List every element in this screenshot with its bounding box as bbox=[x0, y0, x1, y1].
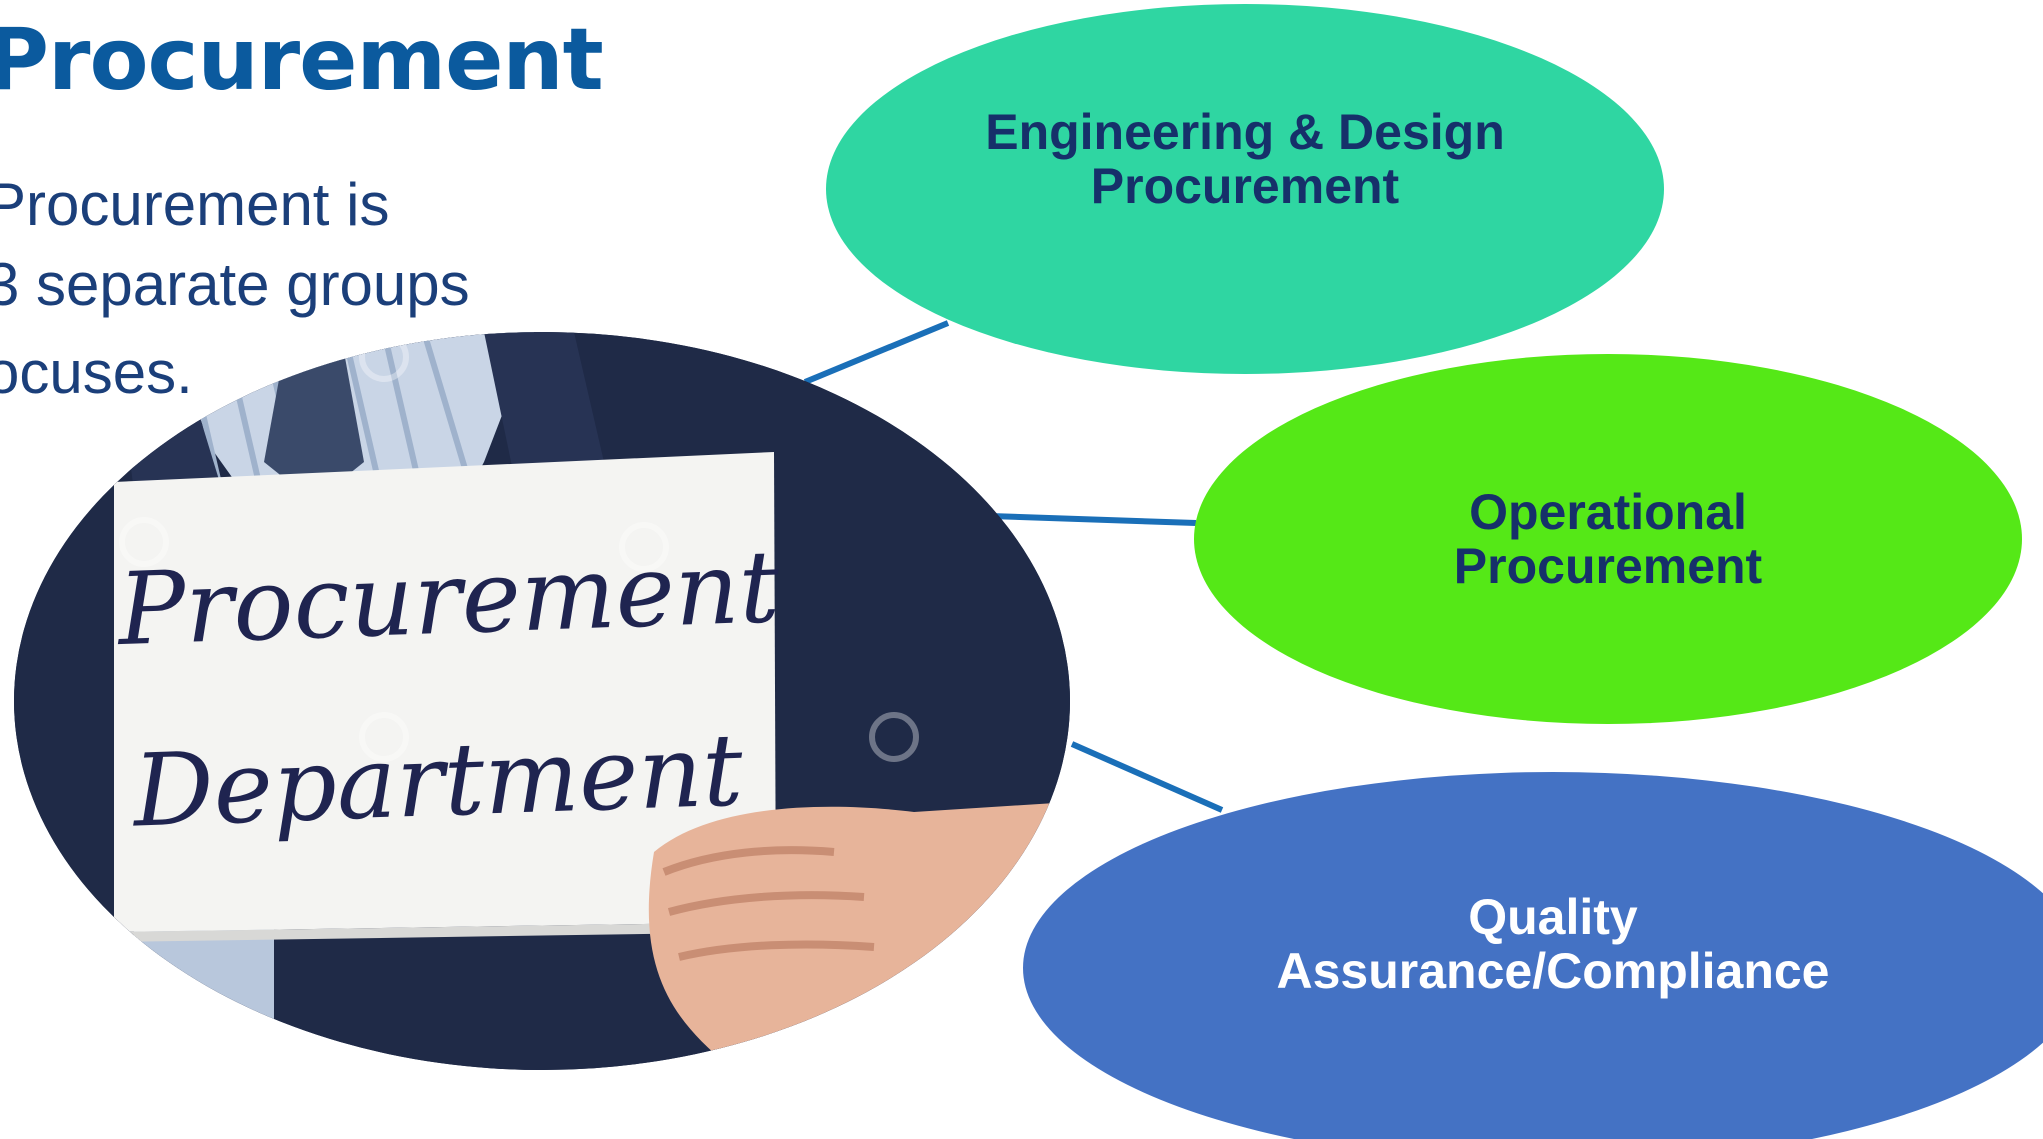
group-engineering-design-procurement: Engineering & Design Procurement bbox=[826, 4, 1664, 374]
group-quality-label-line-2: Assurance/Compliance bbox=[1276, 943, 1830, 999]
group-quality-assurance-compliance: Quality Assurance/Compliance bbox=[1023, 772, 2043, 1139]
group-quality-label-line-1: Quality bbox=[1468, 889, 1638, 945]
body-text-line-1: Procurement is bbox=[0, 171, 390, 238]
photo-illustration bbox=[14, 332, 1070, 1070]
connector-quality bbox=[1070, 741, 1224, 813]
group-engineering-label-line-2: Procurement bbox=[1090, 158, 1400, 214]
group-operational-label-line-2: Procurement bbox=[1453, 538, 1763, 594]
sign-text-procurement: Procurement bbox=[116, 528, 782, 669]
group-operational-procurement: Operational Procurement bbox=[1194, 354, 2022, 724]
connector-operational bbox=[989, 513, 1197, 526]
procurement-department-photo bbox=[14, 332, 1070, 1070]
group-engineering-label-line-1: Engineering & Design bbox=[985, 104, 1505, 160]
body-text-line-2: 3 separate groups bbox=[0, 251, 470, 318]
slide-title: Procurement bbox=[0, 10, 604, 110]
sign-text-department: Department bbox=[131, 711, 745, 850]
group-operational-label-line-1: Operational bbox=[1469, 484, 1747, 540]
body-text-line-3: ocuses. bbox=[0, 339, 193, 406]
connector-engineering bbox=[803, 320, 950, 385]
